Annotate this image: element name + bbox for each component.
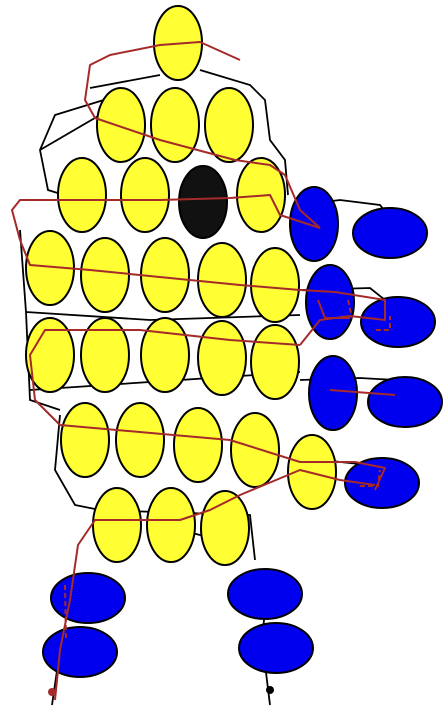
blue-bead bbox=[361, 297, 435, 347]
blue-bead bbox=[51, 573, 125, 623]
yellow-bead bbox=[205, 88, 253, 162]
red-thread-end bbox=[48, 688, 56, 696]
yellow-bead bbox=[151, 88, 199, 162]
blue-bead bbox=[368, 377, 442, 427]
blue-bead bbox=[309, 356, 357, 430]
yellow-bead bbox=[174, 408, 222, 482]
blue-bead bbox=[239, 623, 313, 673]
yellow-bead bbox=[141, 318, 189, 392]
yellow-bead bbox=[251, 248, 299, 322]
yellow-bead bbox=[81, 238, 129, 312]
yellow-bead bbox=[198, 243, 246, 317]
blue-bead bbox=[290, 187, 338, 261]
blue-bead bbox=[228, 569, 302, 619]
yellow-bead bbox=[198, 321, 246, 395]
yellow-bead bbox=[231, 413, 279, 487]
blue-bead bbox=[353, 208, 427, 258]
yellow-bead bbox=[93, 488, 141, 562]
yellow-bead bbox=[58, 158, 106, 232]
yellow-bead bbox=[121, 158, 169, 232]
thread-ends-layer bbox=[48, 686, 274, 696]
yellow-bead bbox=[251, 325, 299, 399]
yellow-bead bbox=[61, 403, 109, 477]
yellow-bead bbox=[147, 488, 195, 562]
yellow-bead bbox=[97, 88, 145, 162]
blue-bead bbox=[43, 627, 117, 677]
black-thread-end bbox=[266, 686, 274, 694]
yellow-bead bbox=[116, 403, 164, 477]
black-bead bbox=[179, 166, 227, 238]
